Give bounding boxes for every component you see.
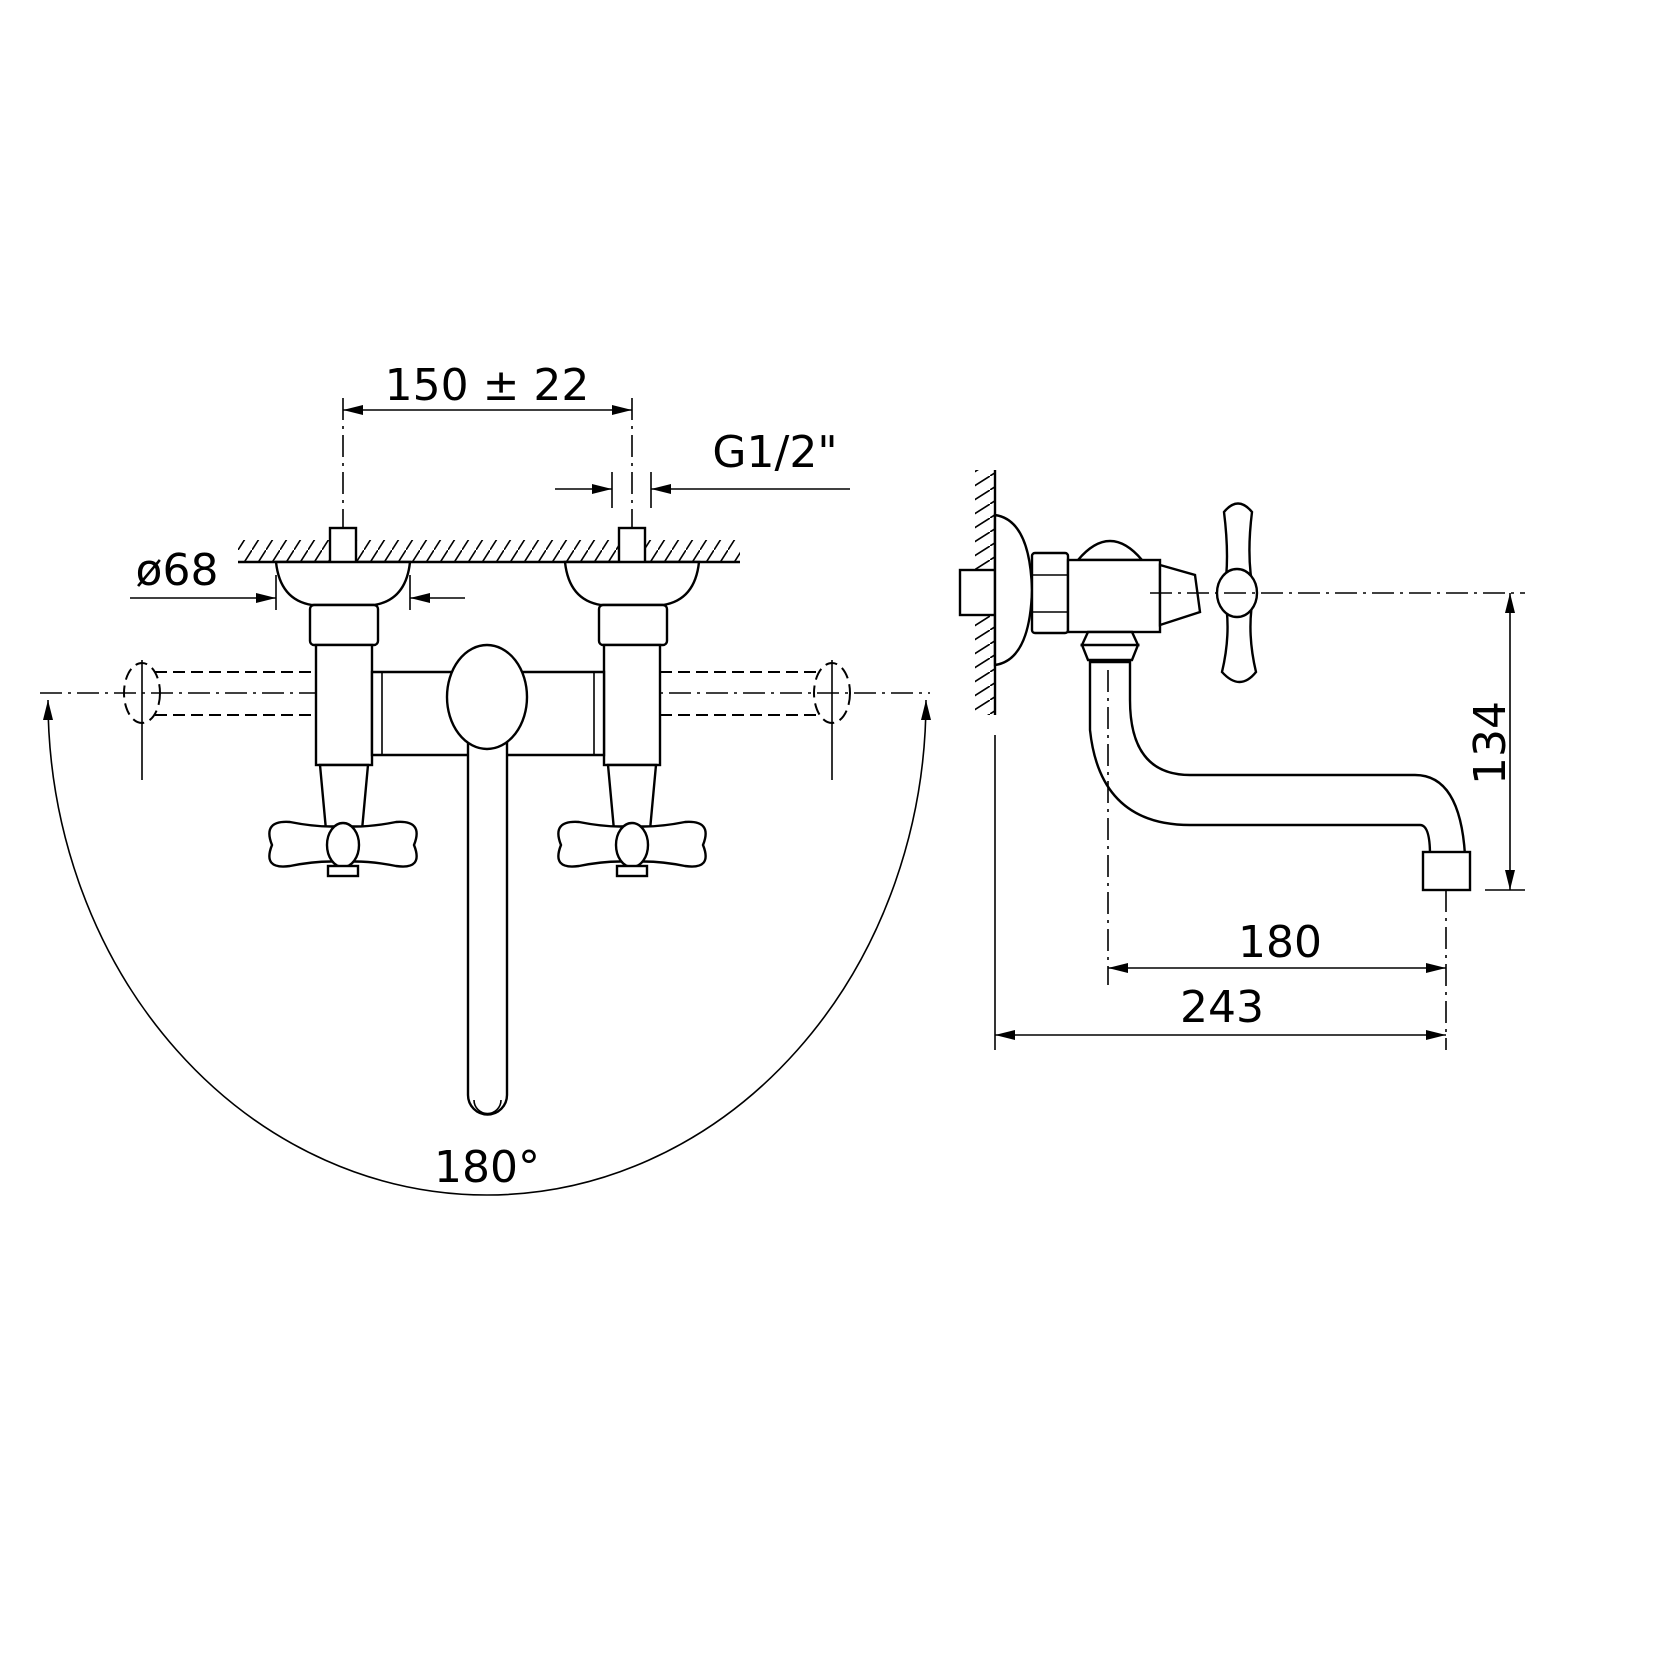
hex-nut: [1030, 551, 1070, 635]
escutcheon-side: [993, 513, 1034, 667]
dim-overall-label: 243: [1180, 982, 1264, 1033]
dim-thread: [555, 472, 850, 508]
handle-right: [557, 820, 707, 878]
dim-overall: [994, 735, 1446, 1050]
spout: [466, 738, 509, 1116]
dim-height-label: 134: [1465, 701, 1516, 785]
wall-hatch: [238, 540, 740, 564]
center-hub: [445, 643, 529, 751]
nut-right: [597, 603, 669, 647]
dim-swivel-label: 180°: [434, 1142, 540, 1193]
swivel-arc: [43, 699, 931, 1196]
escutcheon-right: [563, 560, 701, 607]
spout-side: [1088, 660, 1467, 857]
handle-left: [268, 820, 418, 878]
dim-thread-label: G1/2": [712, 427, 837, 478]
side-view: 134 180 243: [958, 470, 1525, 1050]
inlet-nipple: [958, 568, 997, 617]
dim-reach-label: 180: [1238, 917, 1322, 968]
valve-body-left: [314, 643, 374, 832]
dim-height: [1485, 593, 1525, 891]
aerator: [1421, 850, 1472, 892]
escutcheon-left: [274, 560, 412, 607]
dim-centers-label: 150 ± 22: [385, 360, 590, 411]
bonnet: [1158, 563, 1202, 627]
dim-escutcheon-label: ø68: [136, 545, 219, 596]
valve-body-right: [602, 643, 662, 832]
front-view: 180° 150 ± 22 G1/2" ø68: [40, 360, 931, 1196]
nut-left: [308, 603, 380, 647]
spout-collar: [1080, 630, 1140, 662]
dim-escutcheon: [130, 575, 465, 610]
valve-body-side: [1066, 539, 1162, 634]
